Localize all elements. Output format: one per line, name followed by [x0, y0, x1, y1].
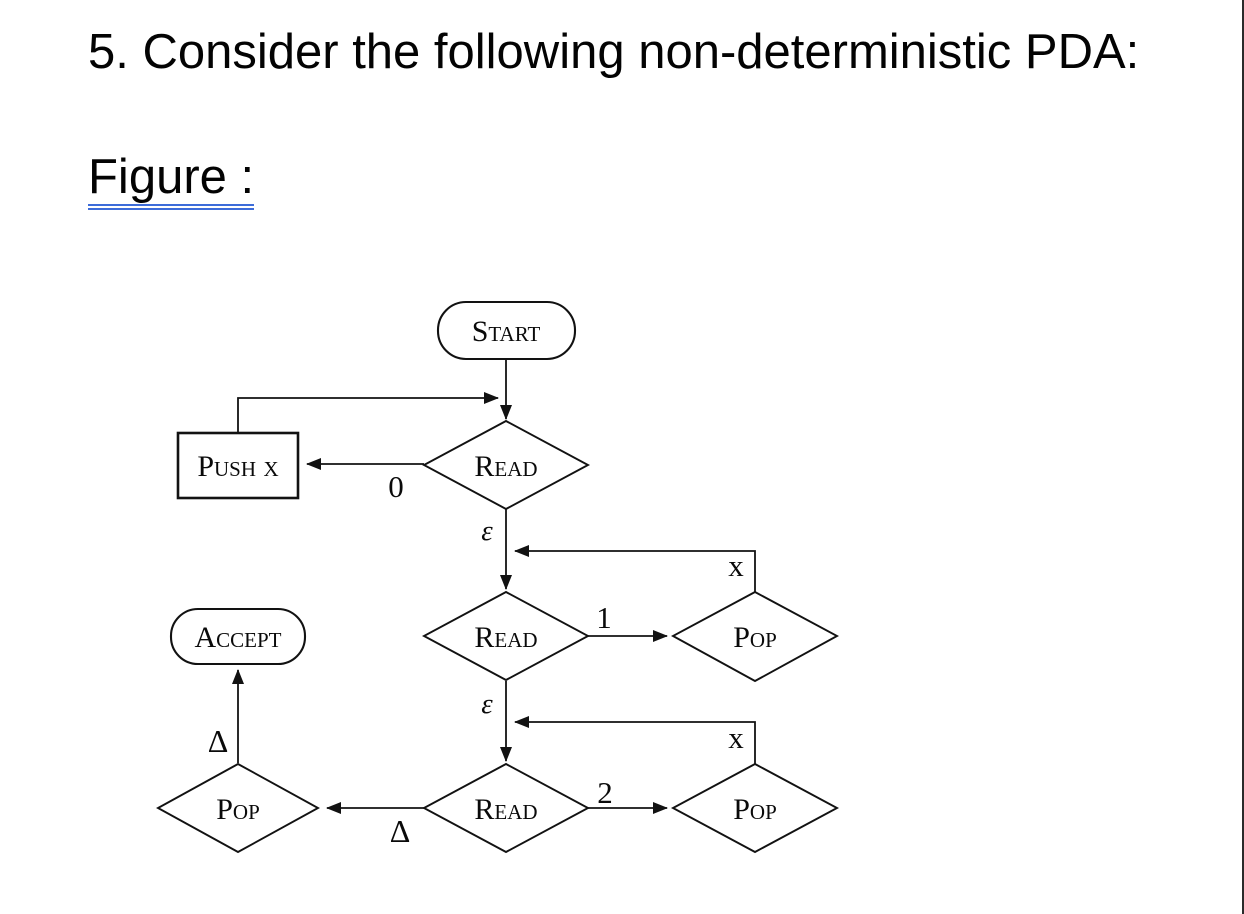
edge-label-delta-pop: Δ: [390, 813, 411, 849]
node-popmid-shape: [671, 590, 839, 683]
node-read2-shape: [421, 590, 591, 682]
node-read1-label: Read: [474, 450, 537, 483]
node-popmid-label: Pop: [733, 621, 777, 654]
edge-popmid-return-to-read2: [514, 545, 756, 592]
edge-label-x-2: x: [728, 720, 744, 755]
figure-label: Figure :: [88, 153, 255, 210]
node-start-shape: [436, 300, 577, 361]
node-read3-label: Read: [474, 793, 537, 826]
edge-label-x-1: x: [728, 548, 744, 583]
node-read2-label: Read: [474, 621, 537, 654]
node-popbl-label: Pop: [216, 793, 260, 826]
node-popbr-shape: [670, 762, 840, 854]
question-title: 5. Consider the following non-determinis…: [88, 25, 1140, 79]
edge-popbr-return-to-read3: [514, 716, 756, 764]
window-right-border: [1242, 0, 1244, 914]
figure-label-row: Figure :: [88, 153, 255, 210]
node-popbl-shape: [156, 762, 320, 854]
node-accept-label: Accept: [194, 621, 281, 654]
node-read1-shape: [421, 419, 591, 511]
node-read3-shape: [421, 762, 591, 854]
edge-label-one: 1: [596, 600, 612, 635]
edge-label-delta-accept: Δ: [208, 723, 229, 759]
edge-label-epsilon-2: ε: [481, 688, 493, 720]
edge-label-two: 2: [597, 775, 613, 810]
node-popbr-label: Pop: [733, 793, 777, 826]
edge-label-zero: 0: [388, 469, 404, 504]
edge-pushx-feedback-to-entry: [237, 392, 499, 434]
edge-label-epsilon-1: ε: [481, 515, 493, 547]
node-pushx-shape: [176, 431, 300, 500]
node-pushx-label: Push x: [197, 450, 278, 483]
node-accept-shape: [169, 607, 307, 666]
node-start-label: Start: [472, 315, 541, 348]
